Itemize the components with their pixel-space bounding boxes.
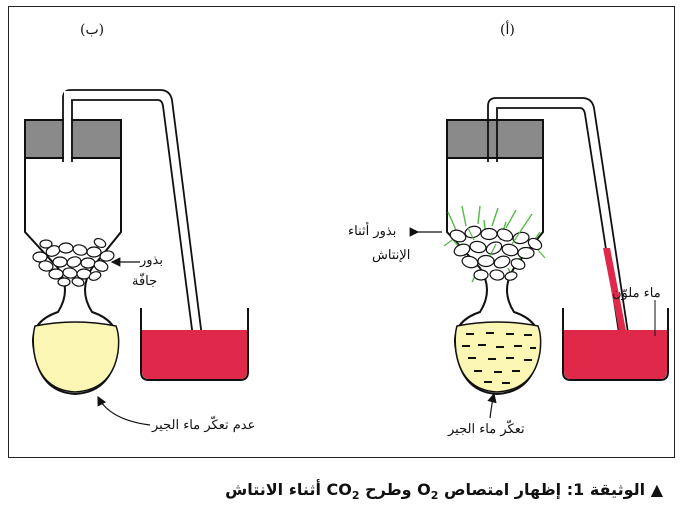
seed-label-b-line2: جافّة (132, 274, 158, 289)
limewater-cloudy (454, 321, 542, 393)
precipitate-dashes (462, 332, 536, 384)
panel-tag-a: (أ) (500, 22, 515, 38)
germinating-seeds (443, 205, 546, 283)
jar-a (446, 158, 544, 396)
seed-label-b-line1: بذور (140, 253, 163, 268)
figure-caption: ▲ الوثيقة 1: إظهار امتصاص O2 وطرح CO2 أث… (225, 480, 663, 502)
caption-part3: أثناء الانتاش (225, 480, 327, 499)
beaker-b (140, 308, 249, 381)
glass-tube-a (487, 97, 631, 347)
red-liquid-a (564, 330, 667, 379)
apparatus-b (24, 89, 249, 426)
caption-part1: إظهار امتصاص O (417, 480, 562, 499)
caption-doc: الوثيقة 1: (566, 480, 646, 499)
beaker-a (562, 308, 669, 381)
stopper-a (446, 119, 544, 159)
lime-label-a: تعكّر ماء الجير (448, 422, 525, 437)
dry-seeds (32, 237, 115, 287)
caption-sub1: 2 (430, 489, 439, 503)
seed-label-a-line1: بذور أثناء (348, 224, 397, 239)
limewater-clear (32, 321, 120, 393)
caption-marker: ▲ (650, 480, 663, 499)
caption-sub2: 2 (351, 489, 360, 503)
glass-tube-b (62, 89, 203, 338)
dye-label-a: ماء ملوّن (612, 286, 661, 301)
jar-b (24, 158, 122, 396)
red-liquid-b (142, 330, 247, 379)
stopper-b (24, 119, 122, 159)
apparatus-a (409, 97, 669, 419)
caption-part2: وطرح CO (326, 480, 418, 499)
lime-label-b: عدم تعكّر ماء الجير (152, 418, 256, 433)
dye-column (603, 248, 629, 346)
diagram-frame (8, 6, 675, 458)
panel-tag-b: (ب) (80, 22, 105, 38)
seed-label-a-line2: الإنتاش (372, 248, 411, 263)
